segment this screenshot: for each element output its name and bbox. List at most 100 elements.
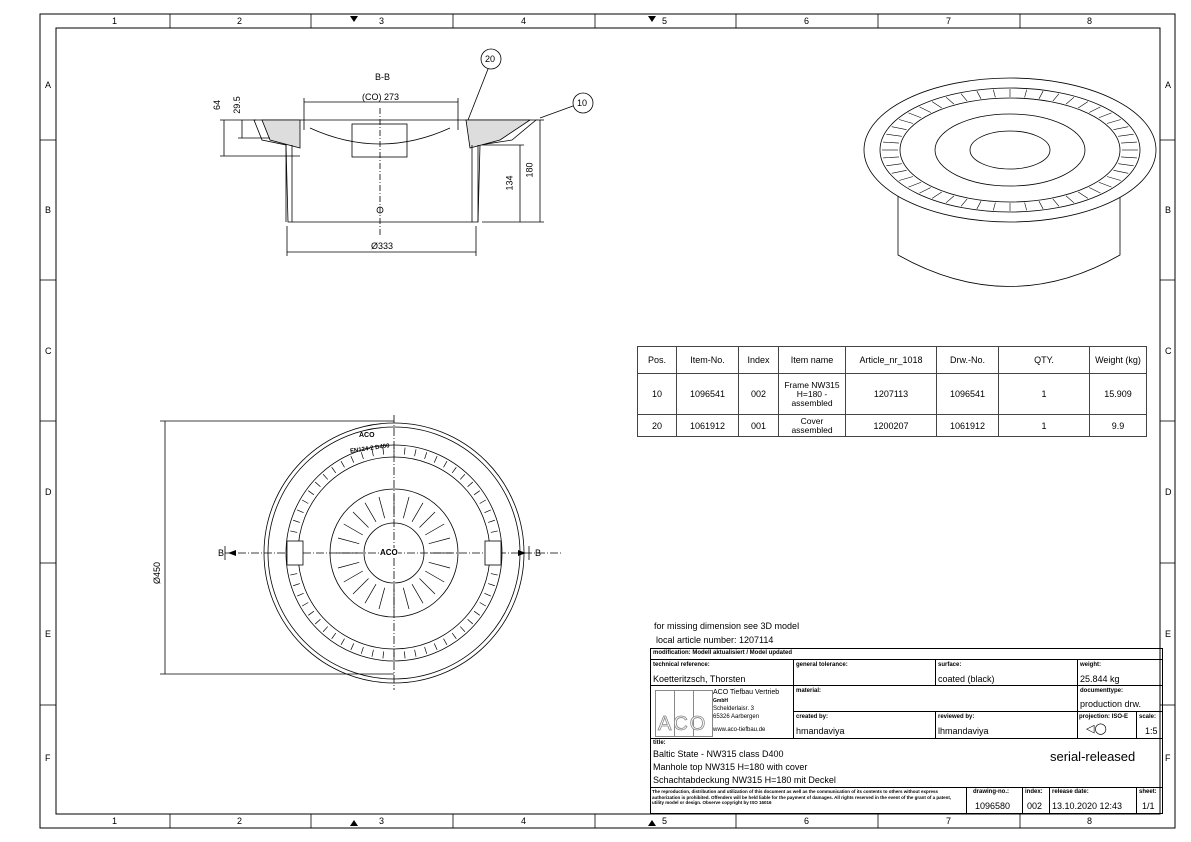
zone-row-f: F	[45, 753, 51, 763]
sheet-label: sheet:	[1139, 789, 1157, 795]
aco-logo-text: ACO	[658, 713, 708, 736]
cover-slot	[297, 509, 304, 514]
iso-slot	[1118, 133, 1134, 137]
index-value: 002	[1027, 801, 1043, 811]
parts-table: Pos. Item-No. Index Item name Article_nr…	[637, 346, 1147, 437]
cover-logo-text: ACO	[359, 432, 375, 439]
zone-col-5: 5	[662, 16, 668, 26]
table-row: 20 1061912 001 Cover assembled 1200207 1…	[637, 414, 1147, 437]
dim-29-5: 29.5	[231, 96, 242, 114]
cover-slot	[473, 490, 480, 496]
cover-rib	[411, 502, 424, 522]
iso-slot	[945, 195, 955, 204]
cover-slot	[314, 481, 321, 488]
cell: 1207113	[845, 373, 937, 415]
iso-slot	[886, 163, 902, 167]
zone-row-c-right: C	[1165, 346, 1172, 356]
zone-col-4-bottom: 4	[521, 816, 527, 826]
cover-rib	[343, 570, 363, 583]
iso-slot	[891, 169, 907, 174]
cover-rib	[402, 587, 410, 610]
header-drw-no: Drw.-No.	[936, 346, 999, 374]
release-date-label: release date:	[1052, 789, 1089, 795]
cover-slot	[314, 618, 321, 625]
cover-slot	[484, 592, 491, 597]
dim-64: 64	[212, 99, 223, 111]
cover-slot	[443, 638, 448, 645]
iso-slot	[1078, 101, 1089, 109]
zone-col-5-bottom: 5	[662, 816, 668, 826]
scale-value: 1:5	[1145, 726, 1158, 736]
company-street: Schelderlaisr. 3	[713, 706, 755, 712]
iso-slot	[931, 101, 942, 109]
zone-col-7: 7	[946, 16, 952, 26]
header-qty: QTY.	[998, 346, 1090, 374]
dim-cover-opening: (CO) 273	[362, 92, 400, 102]
zone-row-b: B	[45, 205, 52, 215]
iso-slot	[1089, 106, 1101, 113]
cover-rib	[364, 584, 377, 604]
doctype-value: production drw.	[1080, 699, 1142, 709]
cell: 9.9	[1089, 414, 1147, 437]
iso-slot	[891, 126, 907, 131]
doctype-label: documenttype:	[1080, 688, 1124, 694]
header-index: Index	[738, 346, 779, 374]
iso-slot	[1121, 141, 1137, 144]
iso-slot	[1089, 187, 1101, 194]
cover-slot	[404, 651, 406, 659]
cover-slot	[308, 610, 315, 616]
iso-slot	[919, 187, 931, 194]
title-line-3: Schachtabdeckung NW315 H=180 mit Deckel	[653, 775, 836, 785]
cover-slot	[433, 456, 438, 463]
iso-slot	[1038, 90, 1044, 99]
iso-slot	[1098, 112, 1112, 119]
cover-slot	[331, 632, 337, 639]
iso-slot	[1024, 89, 1027, 98]
dim-height-180: 180	[524, 162, 535, 178]
scale-label: scale:	[1139, 714, 1157, 720]
cell: 001	[738, 414, 779, 437]
cell: 1	[998, 373, 1090, 415]
company-address: ACO Tiefbau Vertrieb GmbH Schelderlaisr.…	[713, 689, 779, 734]
cover-slot	[414, 649, 417, 657]
note-missing-dimension: for missing dimension see 3D model	[654, 621, 800, 631]
cover-slot	[340, 461, 345, 468]
cover-slot	[350, 456, 355, 463]
cell: 1061912	[936, 414, 999, 437]
note-local-article: local article number: 1207114	[656, 635, 774, 645]
section-mark-right: B	[535, 548, 542, 558]
header-pos: Pos.	[637, 346, 677, 374]
iso-slot	[1038, 201, 1044, 210]
cell: 10	[637, 373, 677, 415]
cover-slot	[293, 519, 300, 523]
zone-row-d: D	[45, 487, 52, 497]
cover-slot	[322, 626, 329, 633]
cover-slot	[350, 643, 355, 650]
iso-slot	[1118, 163, 1134, 167]
header-item-name: Item name	[778, 346, 846, 374]
iso-slot	[1106, 176, 1121, 181]
header-item-no: Item-No.	[676, 346, 739, 374]
tech-ref-value: Koetteritzsch, Thorsten	[653, 674, 746, 684]
cover-slot	[479, 602, 486, 607]
reviewed-by-label: reviewed by:	[938, 714, 975, 720]
cover-slot	[360, 647, 364, 654]
cell: 002	[738, 373, 779, 415]
cell: Frame NW315 H=180 - assembled	[778, 373, 846, 415]
company-website[interactable]: www.aco-tiefbau.de	[713, 727, 766, 733]
iso-slot	[1024, 202, 1027, 211]
iso-slot	[931, 191, 942, 199]
cover-slot	[290, 530, 298, 533]
zone-row-a-right: A	[1165, 80, 1172, 90]
created-by-value: hmandaviya	[796, 726, 845, 736]
cover-slot	[308, 490, 315, 496]
cover-slot	[479, 499, 486, 504]
zone-col-8-bottom: 8	[1087, 816, 1093, 826]
cover-slot	[297, 592, 304, 597]
drawing-no-label: drawing-no.:	[973, 789, 1009, 795]
iso-slot	[1065, 195, 1075, 204]
title-line-2: Manhole top NW315 H=180 with cover	[653, 762, 808, 772]
dim-height-134: 134	[504, 175, 515, 191]
iso-slot	[899, 119, 914, 124]
section-mark-left: B	[218, 548, 225, 558]
